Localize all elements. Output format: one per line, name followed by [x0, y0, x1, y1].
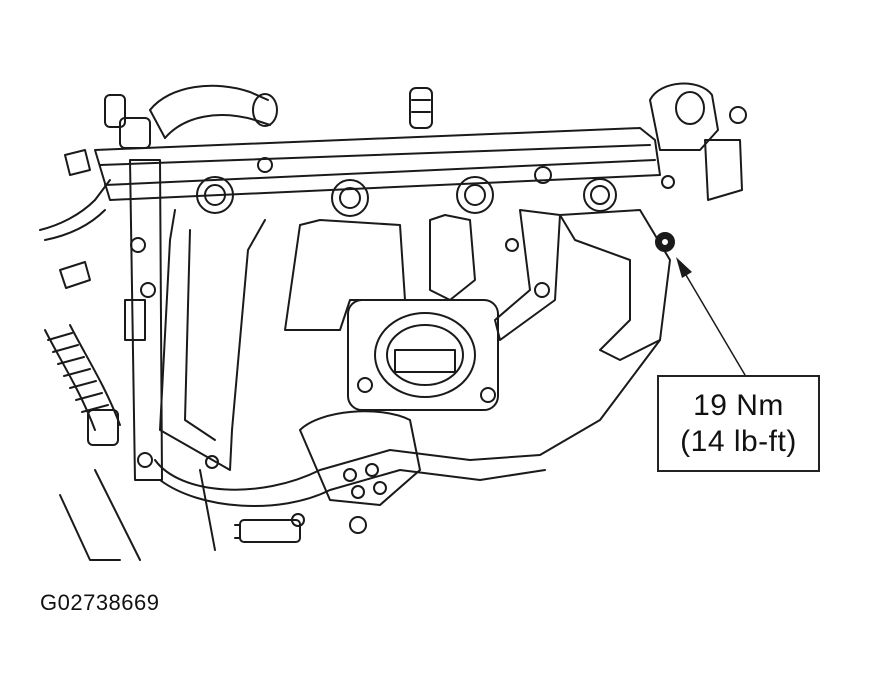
fuel-rail	[94, 127, 661, 201]
support-bracket	[124, 159, 163, 481]
torque-metric: 19 Nm	[693, 388, 784, 422]
target-bolt	[655, 232, 675, 252]
left-hose	[44, 324, 121, 446]
callout-leader	[676, 257, 746, 376]
lower-manifold	[154, 339, 661, 508]
lower-left-structure	[59, 469, 216, 561]
coolant-hose	[149, 84, 278, 139]
torque-imperial: (14 lb-ft)	[680, 424, 797, 458]
fuel-injector-connectors	[104, 87, 433, 149]
intake-runner-ports	[196, 176, 617, 217]
torque-callout: 19 Nm (14 lb-ft)	[657, 375, 820, 472]
intake-runners	[159, 209, 671, 471]
figure-id: G02738669	[40, 590, 160, 615]
mounting-bolts	[205, 157, 675, 469]
sensor-connector	[234, 513, 367, 543]
lifting-bracket	[649, 82, 747, 201]
throttle-body	[347, 299, 499, 411]
wiring-harness	[39, 149, 111, 289]
